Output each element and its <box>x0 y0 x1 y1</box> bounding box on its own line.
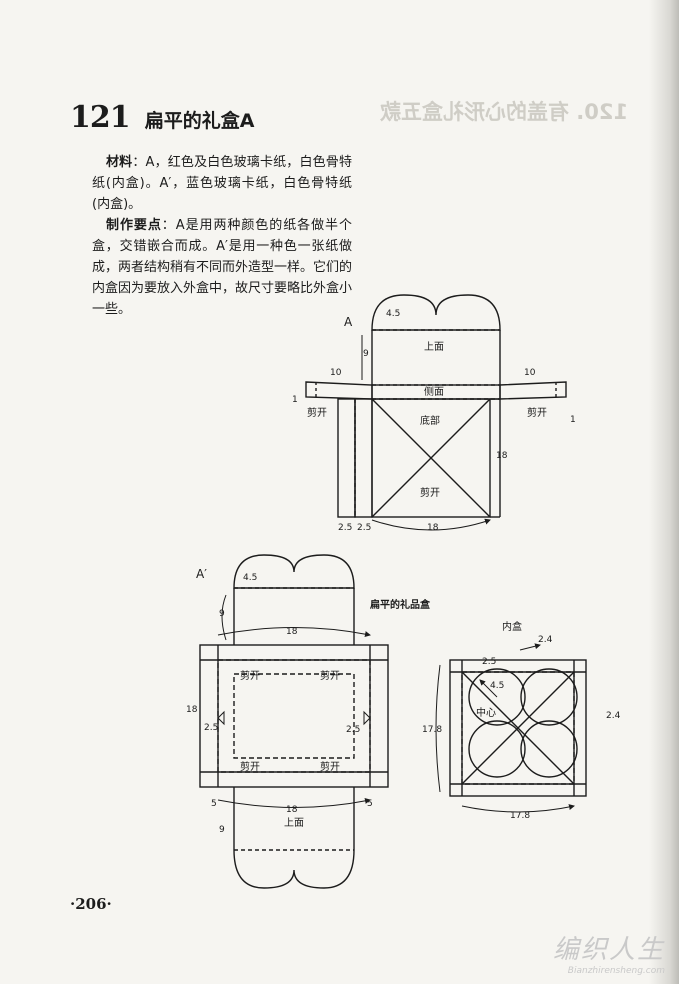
diagram-a-dim-tab-h: 1 <box>292 395 298 405</box>
method-text: ：A是用两种颜色的纸各做半个盒，交错嵌合而成。A′是用一种色一张纸做成，两者结构… <box>92 218 353 317</box>
diagram-a-dim-tab-h-right: 1 <box>570 415 576 425</box>
diagram-a-prime-label: A′ <box>196 567 207 581</box>
diagram-inner-labels: 内盒 中心 2.4 2.5 4.5 2.4 17.8 17.8 <box>422 620 621 821</box>
diagram-a-labels: 上面 侧面 底部 剪开 剪开 剪开 4.5 9 10 10 1 1 18 18 … <box>292 309 576 533</box>
diagram-inner-center: 中心 <box>476 706 496 719</box>
diagram-inner-dim-radius: 4.5 <box>490 681 504 691</box>
diagram-a-prime-dim-lid-bottom: 9 <box>219 825 225 835</box>
diagram-a-prime-caption: 扁平的礼品盒 <box>370 598 431 611</box>
diagram-a-cut-left: 剪开 <box>307 406 327 419</box>
diagram-a-prime-cut-tl: 剪开 <box>240 669 260 682</box>
diagram-inner-dim-left: 17.8 <box>422 725 442 735</box>
section-title: 121 扁平的礼盒A <box>70 100 254 135</box>
diagram-inner-dim-corner: 2.5 <box>482 657 496 667</box>
diagram-inner-caption: 内盒 <box>502 620 522 633</box>
diagram-a: A <box>305 294 567 531</box>
materials-paragraph: 材料：A，红色及白色玻璃卡纸，白色骨特纸(内盒)。A′，蓝色玻璃卡纸，白色骨特纸… <box>92 152 352 215</box>
diagram-inner-dim-right: 2.4 <box>606 711 621 721</box>
diagram-a-bottom-face: 底部 <box>420 414 440 427</box>
page-number: ·206· <box>70 895 112 913</box>
diagram-a-prime-dim-top-w: 18 <box>286 627 298 637</box>
diagram-a-dim-strip-1: 2.5 <box>338 523 352 533</box>
diagram-a-label: A <box>344 315 353 329</box>
diagram-a-dim-side: 18 <box>496 451 508 461</box>
diagram-a-prime-dim-bottom-w: 18 <box>286 805 298 815</box>
materials-text: ：A，红色及白色玻璃卡纸，白色骨特纸(内盒)。A′，蓝色玻璃卡纸，白色骨特纸(内… <box>92 155 352 212</box>
page-edge-shadow <box>649 0 679 984</box>
diagram-a-prime: A′ <box>196 554 389 889</box>
diagram-a-prime-dim-foot-left: 5 <box>211 799 217 809</box>
diagram-a-top-face: 上面 <box>424 341 444 353</box>
diagram-inner-dim-top: 2.4 <box>538 635 553 645</box>
diagram-a-prime-cut-tr: 剪开 <box>320 669 340 682</box>
diagram-a-prime-dim-foot-right: 5 <box>367 799 373 809</box>
diagram-a-prime-dim-lid: 9 <box>219 609 225 619</box>
diagram-a-cut-bottom: 剪开 <box>420 486 440 499</box>
diagram-a-prime-cut-bl: 剪开 <box>240 760 260 773</box>
method-label: 制作要点 <box>106 218 162 233</box>
diagram-a-prime-top-face: 上面 <box>284 817 304 829</box>
diagram-inner-dim-bottom: 17.8 <box>510 811 530 821</box>
diagram-a-side-face: 侧面 <box>424 385 444 398</box>
diagram-a-prime-dim-flap: 4.5 <box>243 573 257 583</box>
diagram-a-prime-dim-side: 18 <box>186 705 198 715</box>
materials-label: 材料 <box>106 155 133 170</box>
section-number: 121 <box>70 100 131 135</box>
diagram-inner-box <box>435 643 587 813</box>
diagram-a-dim-flap: 4.5 <box>386 309 400 319</box>
diagram-a-dim-width: 18 <box>427 523 439 533</box>
diagram-a-prime-labels: 扁平的礼品盒 上面 剪开 剪开 剪开 剪开 4.5 9 9 18 18 18 2… <box>186 573 431 835</box>
diagram-a-dim-tab-w-right: 10 <box>524 368 536 378</box>
watermark-logo: 编织人生 <box>552 935 665 965</box>
diagram-a-dim-strip-2: 2.5 <box>357 523 371 533</box>
section-heading: 扁平的礼盒A <box>144 110 255 132</box>
diagram-a-prime-dim-strip-left: 2.5 <box>204 723 218 733</box>
diagram-a-prime-cut-br: 剪开 <box>320 760 340 773</box>
watermark-url: Bianzhirensheng.com <box>567 966 665 976</box>
instructions-text: 材料：A，红色及白色玻璃卡纸，白色骨特纸(内盒)。A′，蓝色玻璃卡纸，白色骨特纸… <box>92 152 352 320</box>
diagram-a-dim-tab-w: 10 <box>330 368 342 378</box>
diagram-a-dim-lid: 9 <box>363 349 369 359</box>
diagram-a-prime-dim-strip-right: 2.5 <box>346 725 360 735</box>
diagram-a-cut-right: 剪开 <box>527 406 547 419</box>
method-paragraph: 制作要点：A是用两种颜色的纸各做半个盒，交错嵌合而成。A′是用一种色一张纸做成，… <box>92 215 352 320</box>
watermark: 编织人生 Bianzhirensheng.com <box>553 929 665 976</box>
